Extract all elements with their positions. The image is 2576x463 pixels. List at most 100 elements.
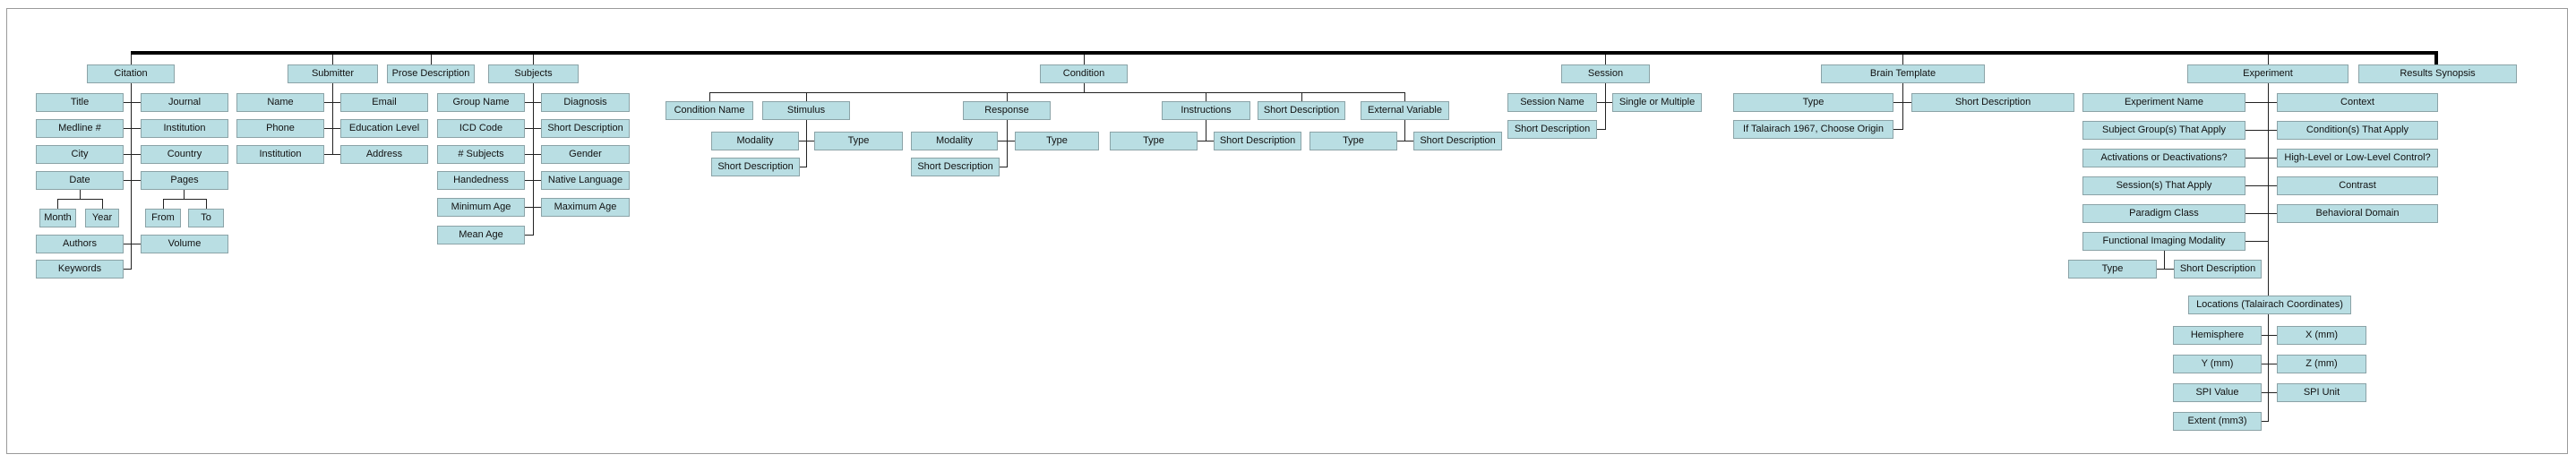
node-response-type: Type [1015, 132, 1099, 150]
node-experiment-name: Experiment Name [2082, 93, 2245, 112]
node-submitter-address: Address [340, 145, 428, 164]
citation-tick-r1 [124, 102, 141, 103]
date-bracket [57, 199, 102, 200]
node-subjects-mean-age: Mean Age [437, 226, 525, 244]
citation-tick-r3 [124, 154, 141, 155]
date-stub-year [102, 199, 103, 209]
node-citation-pages: Pages [141, 171, 228, 190]
node-session: Session [1561, 64, 1650, 83]
diagram-frame [6, 8, 2568, 454]
top-bar-right-elbow [2434, 51, 2438, 65]
external-variable-vline [1404, 120, 1405, 141]
node-stimulus-short-description: Short Description [711, 158, 800, 176]
citation-tick-r2 [124, 128, 141, 129]
top-bar [131, 51, 2438, 55]
subjects-vline [533, 83, 534, 235]
condition-drop-short-description [1301, 92, 1302, 101]
node-condition-name: Condition Name [665, 101, 753, 120]
drop-session [1605, 55, 1606, 64]
node-locations-extent: Extent (mm3) [2173, 412, 2262, 431]
node-experiment-control-level: High-Level or Low-Level Control? [2277, 149, 2438, 167]
brain-template-tick-r2 [1893, 129, 1903, 130]
node-locations-z: Z (mm) [2277, 355, 2366, 373]
node-submitter-phone: Phone [236, 119, 324, 138]
citation-tick-r4 [124, 180, 141, 181]
condition-drop-response [1007, 92, 1008, 101]
node-external-variable-type: Type [1309, 132, 1397, 150]
node-brain-template-short-description: Short Description [1911, 93, 2074, 112]
node-submitter-email: Email [340, 93, 428, 112]
node-session-single-or-multiple: Single or Multiple [1612, 93, 1702, 112]
node-condition: Condition [1040, 64, 1128, 83]
node-subjects-diagnosis: Diagnosis [541, 93, 630, 112]
node-citation-journal: Journal [141, 93, 228, 112]
node-session-name: Session Name [1507, 93, 1597, 112]
submitter-tick-r1 [324, 102, 340, 103]
subjects-tick-r2 [525, 128, 541, 129]
node-experiment-conditions-apply: Condition(s) That Apply [2277, 121, 2438, 140]
node-stimulus-modality: Modality [711, 132, 799, 150]
node-experiment-imaging-modality: Functional Imaging Modality [2082, 232, 2245, 251]
drop-citation [131, 55, 132, 64]
node-experiment-paradigm-class: Paradigm Class [2082, 204, 2245, 223]
node-experiment-sessions-apply: Session(s) That Apply [2082, 176, 2245, 195]
submitter-tick-r3 [324, 154, 340, 155]
node-citation-institution: Institution [141, 119, 228, 138]
condition-drop-stimulus [806, 92, 807, 101]
subjects-tick-r1 [525, 102, 541, 103]
node-citation-authors: Authors [36, 235, 124, 253]
experiment-tick-r1 [2245, 102, 2277, 103]
pages-stub [184, 189, 185, 199]
node-submitter-institution: Institution [236, 145, 324, 164]
drop-brain-template [1902, 55, 1903, 64]
node-submitter-education-level: Education Level [340, 119, 428, 138]
node-citation-medline: Medline # [36, 119, 124, 138]
node-citation-date: Date [36, 171, 124, 190]
drop-subjects [533, 55, 534, 64]
stimulus-vline [806, 120, 807, 167]
experiment-tick-r2 [2245, 130, 2277, 131]
pages-bracket [163, 199, 206, 200]
node-experiment-behavioral-domain: Behavioral Domain [2277, 204, 2438, 223]
node-subjects-handedness: Handedness [437, 171, 525, 190]
node-locations-spi-unit: SPI Unit [2277, 383, 2366, 402]
experiment-tick-r3 [2245, 158, 2277, 159]
node-instructions-type: Type [1110, 132, 1198, 150]
node-condition-stimulus: Stimulus [762, 101, 850, 120]
node-submitter-name: Name [236, 93, 324, 112]
node-citation-keywords: Keywords [36, 260, 124, 279]
subjects-tick-mean-age [525, 235, 534, 236]
node-subjects-maximum-age: Maximum Age [541, 198, 630, 217]
date-stub-month [57, 199, 58, 209]
locations-vline [2268, 314, 2269, 421]
drop-experiment [2268, 55, 2269, 64]
node-imaging-modality-type: Type [2068, 260, 2157, 279]
node-response-short-description: Short Description [911, 158, 1000, 176]
submitter-vline [332, 83, 333, 154]
experiment-tick-r5 [2245, 213, 2277, 214]
pages-stub-to [206, 199, 207, 209]
condition-drop-name [709, 92, 710, 101]
node-prose-description: Prose Description [387, 64, 475, 83]
response-vline [1007, 120, 1008, 167]
node-results-synopsis: Results Synopsis [2358, 64, 2517, 83]
node-condition-response: Response [963, 101, 1051, 120]
node-brain-template: Brain Template [1821, 64, 1985, 83]
drop-condition [1084, 55, 1085, 64]
node-citation-title: Title [36, 93, 124, 112]
node-subjects-num-subjects: # Subjects [437, 145, 525, 164]
locations-tick-extent [2262, 421, 2269, 422]
node-subjects-short-description: Short Description [541, 119, 630, 138]
node-subjects-native-language: Native Language [541, 171, 630, 190]
date-stub [80, 189, 81, 199]
condition-drop [1084, 83, 1085, 92]
node-experiment-context: Context [2277, 93, 2438, 112]
node-subjects-gender: Gender [541, 145, 630, 164]
session-tick-r2 [1597, 129, 1606, 130]
node-stimulus-type: Type [814, 132, 903, 150]
pages-stub-from [163, 199, 164, 209]
session-tick-r1 [1597, 102, 1612, 103]
node-locations-hemisphere: Hemisphere [2173, 326, 2262, 345]
node-citation: Citation [87, 64, 175, 83]
